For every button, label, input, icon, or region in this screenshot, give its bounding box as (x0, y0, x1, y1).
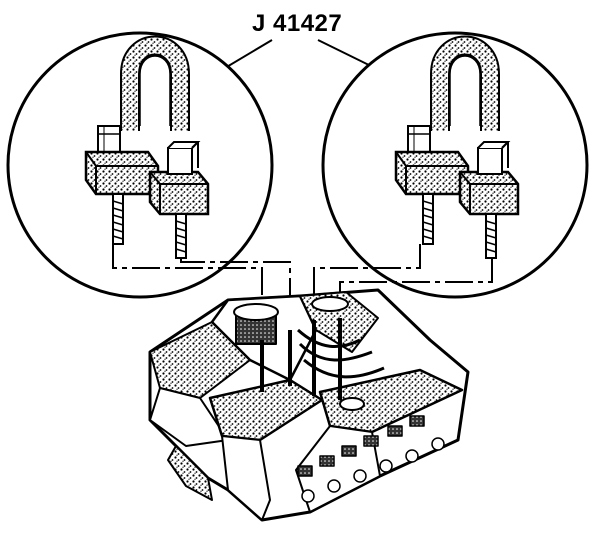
v8-engine-block-icon (148, 288, 470, 522)
right-detail-callout (321, 31, 589, 299)
left-detail-callout (6, 31, 274, 299)
tool-number-label: J 41427 (252, 10, 343, 37)
